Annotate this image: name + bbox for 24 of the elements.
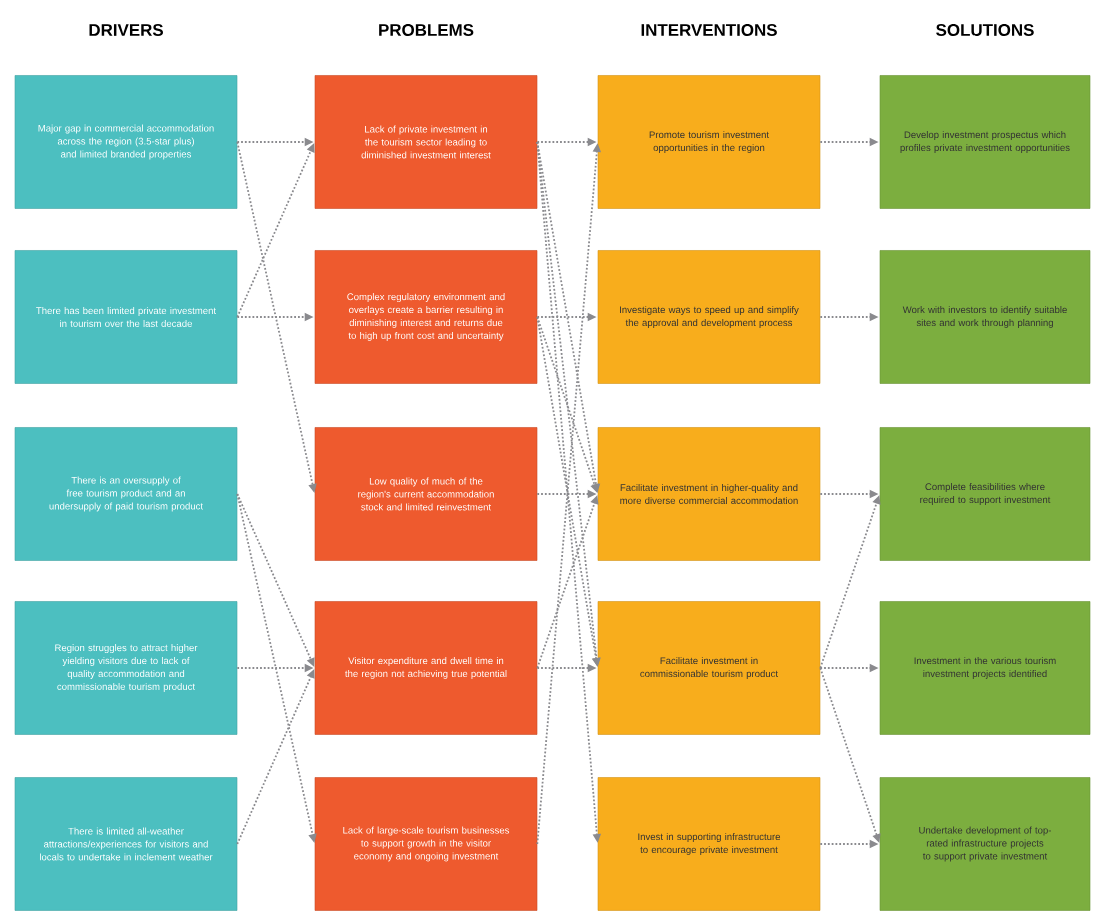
text-box: Facilitate investment in higher-quality and more diverse commercial accommodation bbox=[597, 427, 821, 561]
column-heading: INTERVENTIONS bbox=[641, 24, 777, 36]
column-heading: PROBLEMS bbox=[379, 24, 474, 36]
text-box: Complex regulatory environment and overlays create a barrier resulting in diminishing interest and returns due to high up front cost and uncertainty bbox=[314, 250, 538, 384]
text-box: Lack of large-scale tourism businesses to support growth in the visitor economy and ongoing investment bbox=[314, 777, 538, 911]
text-box: Promote tourism investment opportunities in the region bbox=[597, 75, 821, 209]
text-box: Visitor expenditure and dwell time in the region not achieving true potential bbox=[314, 601, 538, 735]
text-box: Complete feasibilities where required to support investment bbox=[879, 427, 1091, 561]
text-box: Lack of private investment in the tourism sector leading to diminished investment interest bbox=[314, 75, 538, 209]
text-box: Major gap in commercial accommodation across the region (3.5-star plus) and limited branded properties bbox=[14, 75, 238, 209]
text-box: There is an oversupply of free tourism product and an undersupply of paid tourism product bbox=[14, 427, 238, 561]
column-heading: SOLUTIONS bbox=[936, 24, 1034, 36]
text-box: Work with investors to identify suitable sites and work through planning bbox=[879, 250, 1091, 384]
text-box: Facilitate investment in commissionable tourism product bbox=[597, 601, 821, 735]
column-heading: DRIVERS bbox=[89, 24, 163, 36]
text-box: There has been limited private investment in tourism over the last decade bbox=[14, 250, 238, 384]
text-box: Develop investment prospectus which profiles private investment opportunities bbox=[879, 75, 1091, 209]
text-box: There is limited all-weather attractions/experiences for visitors and locals to undertake in inclement weather bbox=[14, 777, 238, 911]
text-box: Investigate ways to speed up and simplify the approval and development process bbox=[597, 250, 821, 384]
text-box: Undertake development of top-rated infrastructure projects to support private investment bbox=[879, 777, 1091, 911]
text-box: Region struggles to attract higher yielding visitors due to lack of quality accommodation and commissionable tourism product bbox=[14, 601, 238, 735]
text-box: Investment in the various tourism investment projects identified bbox=[879, 601, 1091, 735]
text-box: Low quality of much of the region's current accommodation stock and limited reinvestment bbox=[314, 427, 538, 561]
text-box: Invest in supporting infrastructure to encourage private investment bbox=[597, 777, 821, 911]
